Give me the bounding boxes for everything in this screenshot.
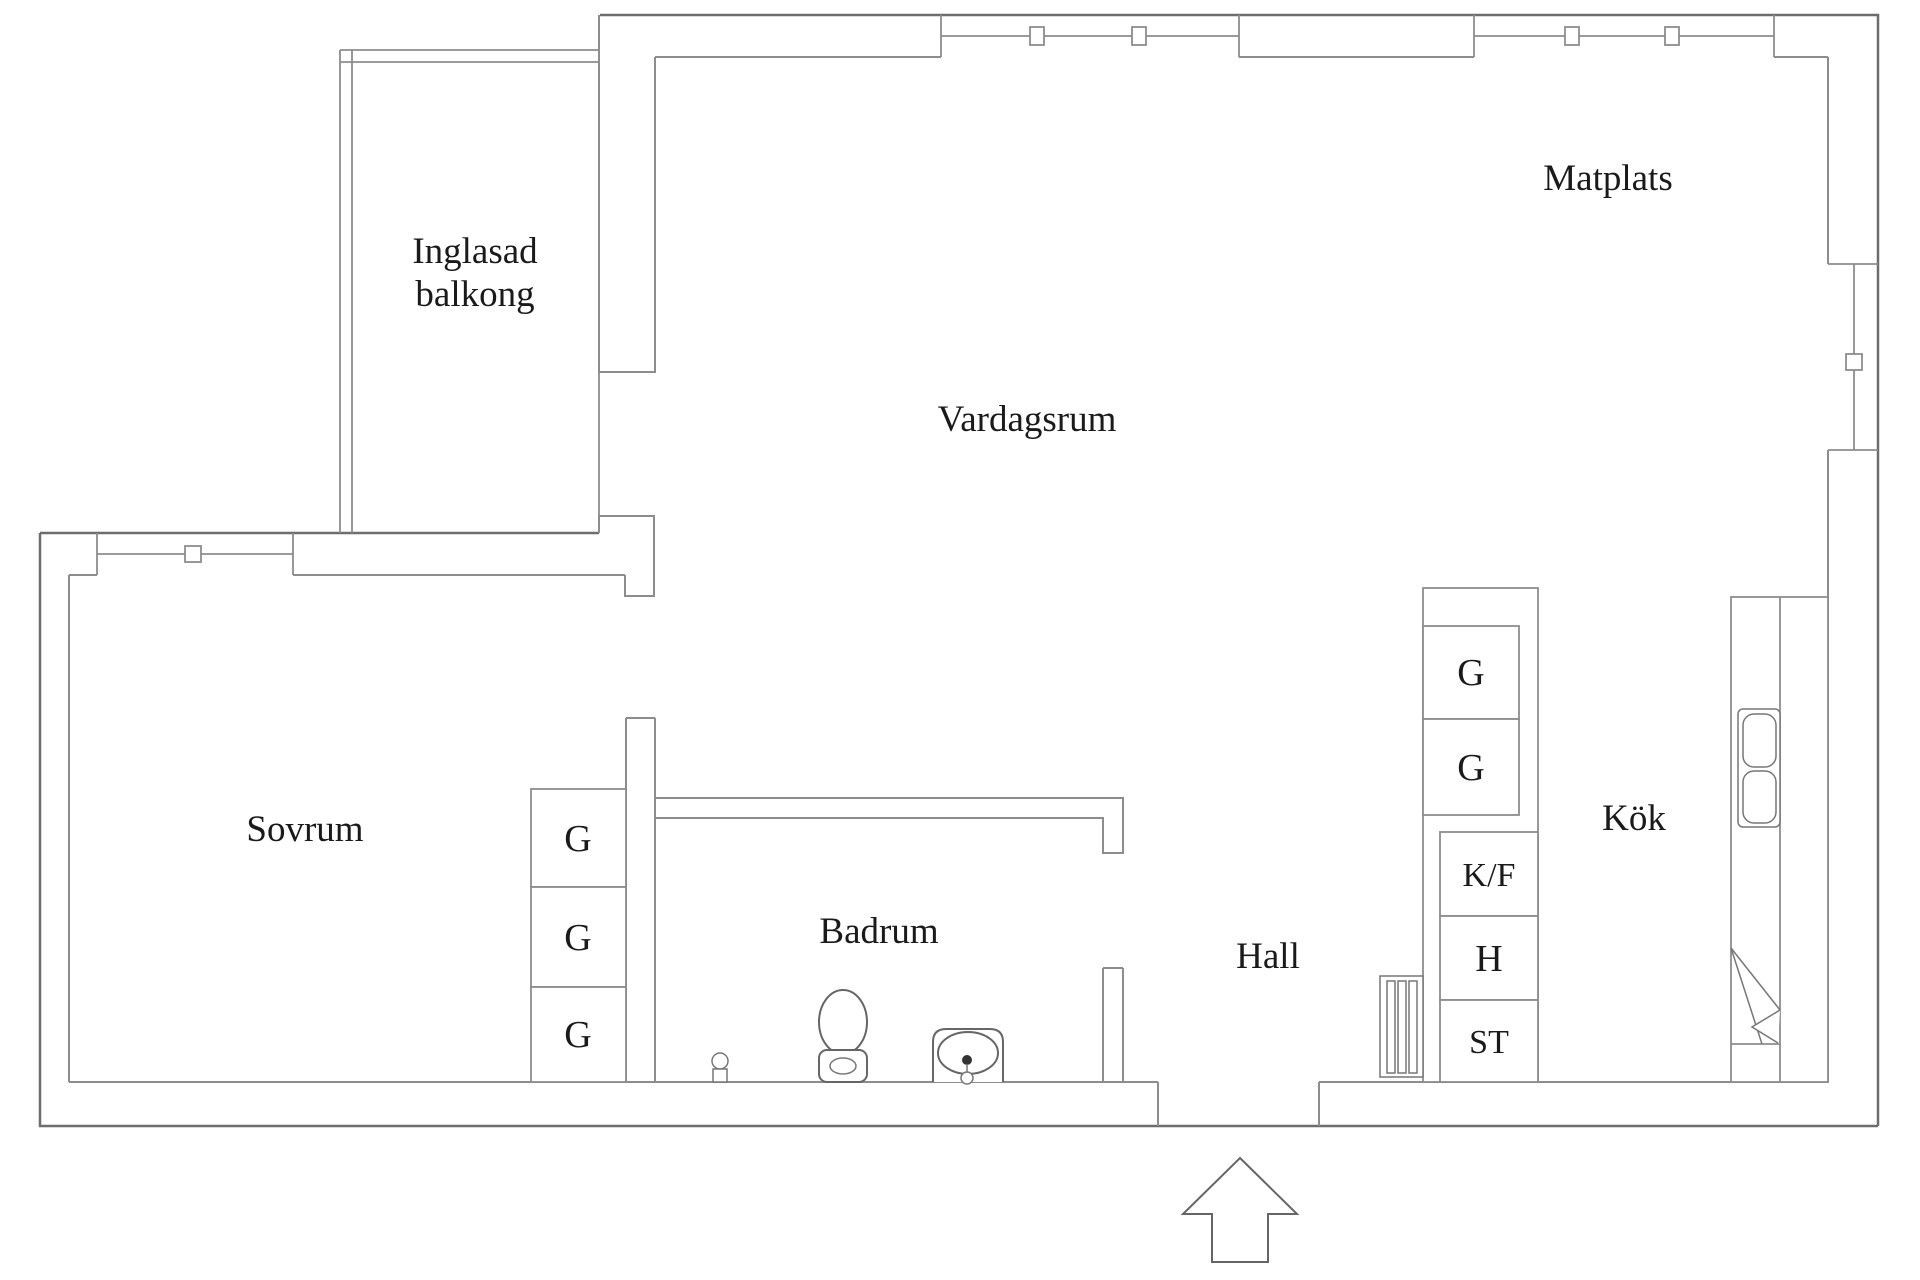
window-top-left — [940, 15, 1240, 57]
window-marker-icon — [1664, 26, 1680, 46]
closet-label-st: ST — [1469, 1024, 1509, 1061]
room-label-balcony-line2: balkong — [415, 274, 534, 315]
cabinet-box — [1439, 915, 1539, 1001]
room-label-hall: Hall — [1236, 936, 1300, 977]
room-label-bedroom: Sovrum — [246, 809, 363, 850]
closet-label-h: H — [1475, 938, 1502, 980]
wardrobe-box — [530, 788, 627, 888]
closet-label: G — [564, 1014, 591, 1056]
kitchen-sink-icon — [1737, 708, 1781, 828]
entrance-arrow-icon — [1180, 1156, 1300, 1263]
exterior-walls — [38, 13, 1880, 1128]
fridge-freezer-box — [1439, 831, 1539, 917]
storage-box — [1439, 999, 1539, 1083]
interior-wall-faces — [68, 56, 1829, 1126]
floor-tap-icon — [711, 1052, 729, 1083]
closet-label-fridge-freezer: K/F — [1463, 857, 1516, 894]
room-label-kitchen: Kök — [1602, 798, 1666, 839]
room-labels: Inglasad balkong Vardagsrum Matplats Sov… — [246, 158, 1672, 977]
washbasin-icon — [932, 1028, 1004, 1085]
window-right-wall — [1828, 263, 1878, 451]
wardrobe-box — [1422, 718, 1520, 816]
closet-label: G — [564, 917, 591, 959]
room-label-living-room: Vardagsrum — [938, 399, 1117, 440]
partition-bedroom-bathroom — [625, 717, 656, 1082]
closet-label: G — [564, 818, 591, 860]
dishwasher-icon — [1730, 947, 1781, 1045]
room-label-dining-area: Matplats — [1543, 158, 1672, 199]
window-marker-icon — [1131, 26, 1147, 46]
kitchen-counter — [1730, 596, 1829, 1083]
partition-bathroom-right-lower — [1102, 967, 1124, 1082]
closet-label: G — [1457, 747, 1484, 789]
window-bedroom — [96, 533, 294, 575]
radiator-icon — [1379, 975, 1424, 1078]
closet-label: G — [1457, 652, 1484, 694]
window-top-right — [1473, 15, 1775, 57]
room-label-bathroom: Badrum — [819, 911, 938, 952]
hall-cabinet-column — [1422, 587, 1539, 1083]
bedroom-wardrobes — [530, 788, 627, 1083]
window-marker-icon — [1029, 26, 1045, 46]
window-marker-icon — [1564, 26, 1580, 46]
window-marker-icon — [184, 545, 202, 563]
partition-balcony-living — [598, 15, 656, 373]
window-marker-icon — [1845, 353, 1863, 371]
wardrobe-box — [1422, 625, 1520, 720]
wardrobe-box — [530, 986, 627, 1083]
room-label-balcony-line1: Inglasad — [412, 231, 538, 272]
partition-pillar-balcony-bedroom — [598, 515, 655, 597]
balcony-glazed-walls — [339, 49, 600, 533]
partition-bathroom-top — [655, 797, 1124, 854]
closet-labels: G G G G G K/F H ST — [564, 652, 1515, 1061]
toilet-icon — [818, 989, 868, 1083]
